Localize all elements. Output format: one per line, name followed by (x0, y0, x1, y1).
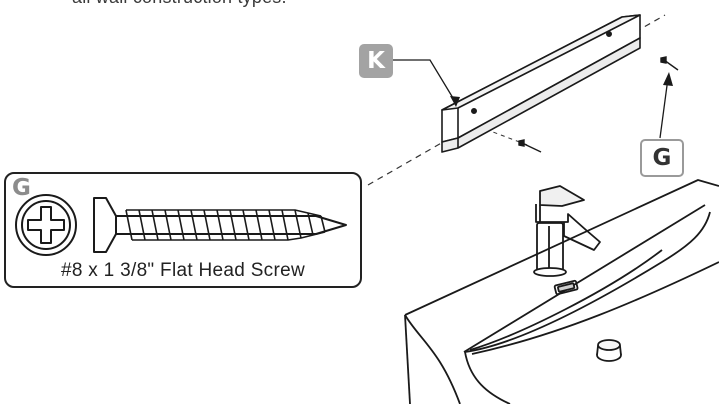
instruction-note: all wall construction types. (72, 0, 287, 8)
flat-head-screw-icon (93, 197, 347, 253)
part-letter: G (12, 175, 31, 201)
part-caption: #8 x 1 3/8" Flat Head Screw (60, 260, 305, 281)
callout-g-label: G (640, 139, 684, 177)
faucet (533, 185, 601, 277)
mounting-screw-left (518, 139, 542, 153)
screw-axis-dashed-line (455, 117, 531, 147)
sink-drain (596, 339, 622, 362)
callout-k-label: K (359, 44, 393, 78)
sink-vanity (404, 179, 719, 404)
callout-g-leader (659, 77, 669, 139)
wall-bracket (441, 14, 641, 153)
screw-illustration (15, 194, 347, 256)
mounting-screw-right (660, 56, 679, 71)
hardware-part-box: G #8 x 1 3/8" Flat Head Screw (4, 172, 362, 288)
callout-k-leader (393, 59, 457, 104)
phillips-head-icon (15, 194, 77, 256)
alignment-dashed-line (367, 14, 666, 186)
